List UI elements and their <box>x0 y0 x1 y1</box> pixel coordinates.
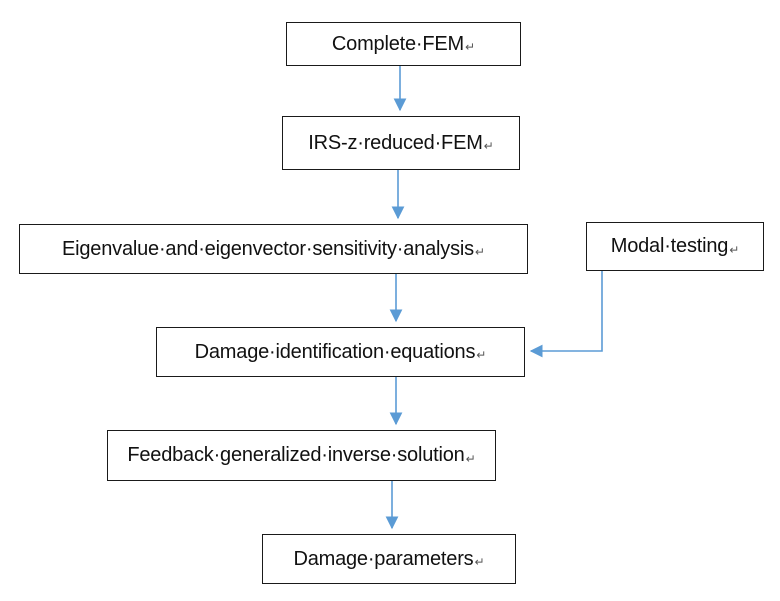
node-inverse-solution: Feedback·generalized·inverse·solution↵ <box>107 430 496 481</box>
node-irs-reduced-fem: IRS-z·reduced·FEM↵ <box>282 116 520 170</box>
node-damage-parameters: Damage·parameters↵ <box>262 534 516 584</box>
paragraph-mark: ↵ <box>474 245 485 259</box>
paragraph-mark: ↵ <box>465 40 476 54</box>
node-inverse-solution-label: Feedback·generalized·inverse·solution <box>127 444 465 466</box>
node-sensitivity-analysis-label: Eigenvalue·and·eigenvector·sensitivity·a… <box>62 237 474 260</box>
paragraph-mark: ↵ <box>474 555 485 569</box>
node-sensitivity-analysis: Eigenvalue·and·eigenvector·sensitivity·a… <box>19 224 528 274</box>
paragraph-mark: ↵ <box>729 242 740 257</box>
node-modal-testing-label: Modal·testing <box>610 235 729 257</box>
node-complete-fem: Complete·FEM↵ <box>286 22 521 66</box>
paragraph-mark: ↵ <box>465 451 476 466</box>
node-modal-testing: Modal·testing↵ <box>586 222 764 271</box>
node-damage-equations-label: Damage·identification·equations <box>194 340 476 363</box>
node-complete-fem-label: Complete·FEM <box>331 32 464 55</box>
node-damage-equations: Damage·identification·equations↵ <box>156 327 525 377</box>
paragraph-mark: ↵ <box>483 139 494 153</box>
node-irs-reduced-fem-label: IRS-z·reduced·FEM <box>308 131 483 154</box>
arrow-modal-to-equations <box>529 271 603 358</box>
node-damage-parameters-label: Damage·parameters <box>293 547 474 570</box>
paragraph-mark: ↵ <box>476 348 487 362</box>
